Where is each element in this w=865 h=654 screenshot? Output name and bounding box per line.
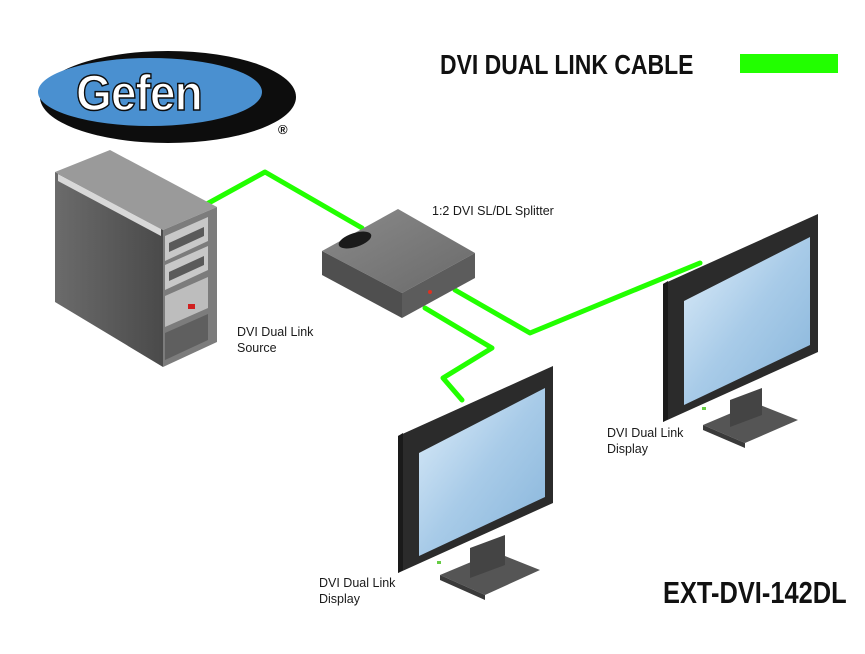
cable-legend-title: DVI DUAL LINK CABLE — [440, 49, 694, 80]
source-label-line-2: Source — [237, 341, 277, 355]
source-label-line-1: DVI Dual Link — [237, 325, 314, 339]
bottom-display-label-line-1: DVI Dual Link — [319, 576, 396, 590]
bottom-monitor-icon — [398, 366, 553, 600]
source-label: DVI Dual Link Source — [237, 324, 313, 356]
model-number: EXT-DVI-142DL — [663, 575, 847, 610]
cables — [202, 169, 703, 403]
cable-source-to-splitter — [202, 169, 365, 231]
cable-splitter-to-bottom-display — [422, 305, 495, 403]
right-monitor-icon — [663, 214, 818, 448]
gefen-logo — [38, 51, 296, 143]
splitter-led — [428, 290, 432, 294]
splitter-device-icon — [322, 209, 475, 318]
right-monitor-screen — [684, 237, 810, 405]
right-display-label-line-1: DVI Dual Link — [607, 426, 684, 440]
bottom-display-label: DVI Dual Link Display — [319, 575, 395, 607]
bottom-display-label-line-2: Display — [319, 592, 360, 606]
logo-inner-ellipse — [38, 58, 262, 126]
right-display-label-line-2: Display — [607, 442, 648, 456]
logo-registered-mark: ® — [278, 122, 288, 137]
cable-splitter-to-right-display — [452, 260, 703, 336]
right-display-label: DVI Dual Link Display — [607, 425, 683, 457]
splitter-logo-badge — [338, 231, 372, 249]
logo-wordmark: Gefen — [75, 64, 203, 122]
bottom-monitor-screen — [419, 388, 545, 556]
computer-tower-icon — [55, 150, 217, 367]
cable-legend-swatch — [740, 54, 838, 73]
splitter-label: 1:2 DVI SL/DL Splitter — [432, 204, 554, 218]
